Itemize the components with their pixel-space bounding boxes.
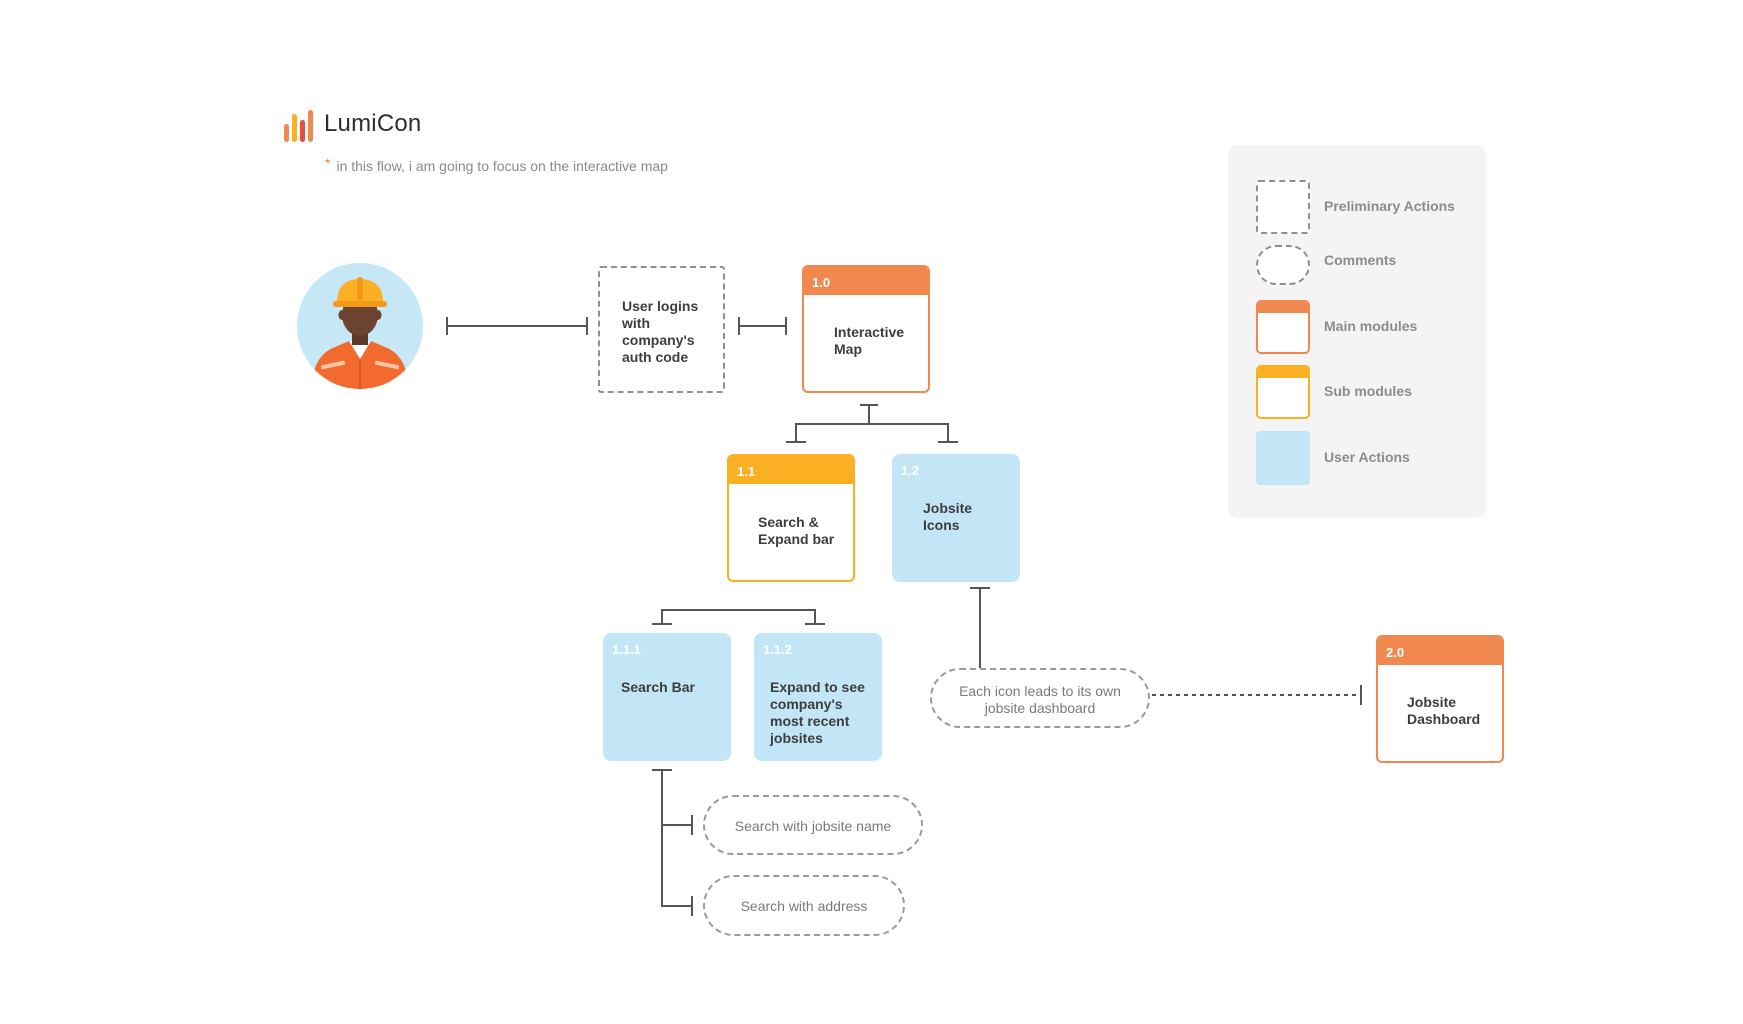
action-label: Search Bar — [621, 679, 695, 695]
legend-label: Preliminary Actions — [1324, 198, 1455, 214]
legend-swatch — [1256, 180, 1310, 234]
submodule-label: Search & Expand bar — [758, 514, 835, 547]
action-jobsite-icons[interactable]: 1.2 Jobsite Icons — [892, 454, 1020, 582]
legend-item-preliminary: Preliminary Actions — [1256, 180, 1466, 234]
legend-item-sub-modules: Sub modules — [1256, 365, 1466, 419]
action-label: Jobsite Icons — [923, 500, 973, 533]
connector-searchbar-options — [661, 770, 692, 907]
submodule-search-expand-bar[interactable]: 1.1 Search & Expand bar — [727, 454, 855, 582]
module-interactive-map[interactable]: 1.0 Interactive Map — [802, 265, 930, 393]
legend-label: User Actions — [1324, 449, 1410, 465]
comment-icon-dashboard: Each icon leads to its own jobsite dashb… — [930, 668, 1150, 728]
note-marker: * — [325, 155, 331, 171]
module-number: 1.0 — [804, 267, 928, 295]
legend-item-main-modules: Main modules — [1256, 300, 1466, 354]
submodule-number: 1.1 — [729, 456, 853, 484]
brand-name: LumiCon — [324, 110, 422, 137]
connector-search-children — [661, 609, 816, 624]
login-preliminary-action: User logins with company's auth code — [598, 266, 725, 393]
action-number: 1.1.2 — [763, 642, 792, 657]
legend-swatch — [1256, 431, 1310, 485]
flow-note: * in this flow, i am going to focus on th… — [325, 155, 668, 174]
comment-search-address: Search with address — [703, 875, 905, 936]
action-search-bar[interactable]: 1.1.1 Search Bar — [603, 633, 731, 761]
construction-worker-icon — [297, 263, 423, 389]
comment-search-jobsite-name: Search with jobsite name — [703, 795, 923, 855]
note-text: in this flow, i am going to focus on the… — [336, 158, 668, 174]
legend-panel: Preliminary Actions Comments Main module… — [1228, 145, 1486, 518]
legend-swatch — [1256, 245, 1310, 285]
module-label: Jobsite Dashboard — [1407, 694, 1481, 727]
action-expand-recent-jobsites[interactable]: 1.1.2 Expand to see company's most recen… — [754, 633, 882, 761]
module-jobsite-dashboard[interactable]: 2.0 Jobsite Dashboard — [1376, 635, 1504, 763]
action-label: Expand to see company's most recent jobs… — [770, 679, 865, 746]
legend-swatch — [1256, 365, 1310, 419]
action-number: 1.2 — [901, 463, 920, 478]
legend-label: Main modules — [1324, 318, 1418, 334]
lumicon-bars-icon — [284, 108, 320, 142]
legend-item-user-actions: User Actions — [1256, 431, 1466, 485]
module-label: Interactive Map — [834, 324, 905, 357]
login-label: User logins with company's auth code — [622, 298, 699, 365]
legend-item-comments: Comments — [1256, 238, 1466, 292]
module-number: 2.0 — [1378, 637, 1502, 665]
legend-swatch — [1256, 300, 1310, 354]
action-number: 1.1.1 — [612, 642, 641, 657]
legend-label: Comments — [1324, 252, 1397, 268]
legend-label: Sub modules — [1324, 383, 1412, 399]
